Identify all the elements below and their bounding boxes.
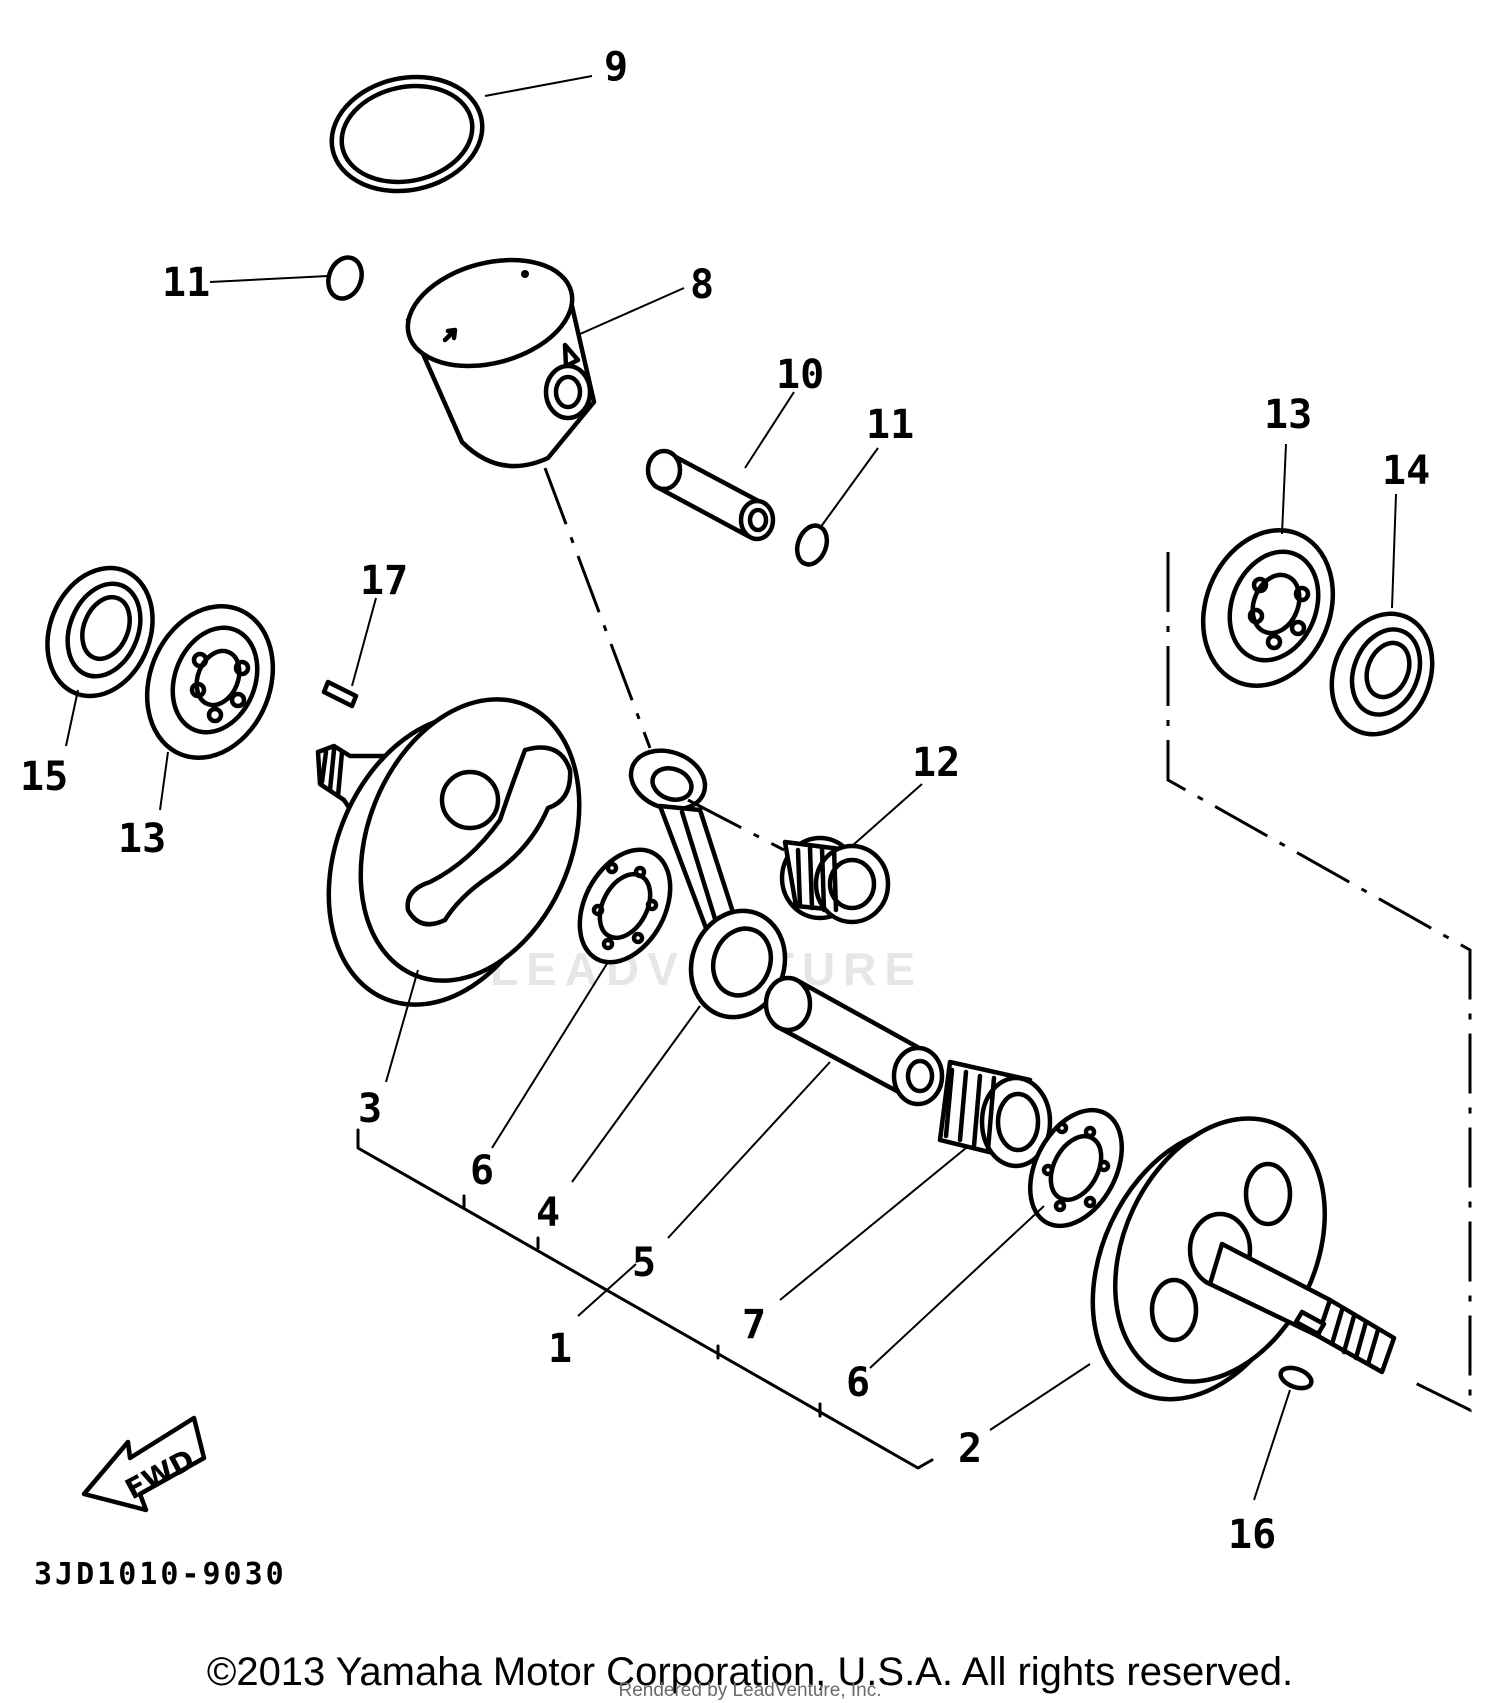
callout-6-right: 6 (846, 1360, 870, 1406)
callout-13-left: 13 (118, 816, 166, 862)
callout-5: 5 (632, 1240, 656, 1286)
callouts: 9 11 8 10 11 13 14 17 15 13 12 3 6 4 5 1… (20, 44, 1430, 1558)
part-5-crank-pin[interactable] (763, 975, 945, 1107)
copyright-notice: ©2013 Yamaha Motor Corporation, U.S.A. A… (206, 1650, 1294, 1694)
part-17-key[interactable] (321, 679, 359, 709)
part-14-oil-seal[interactable] (1314, 599, 1449, 750)
callout-2: 2 (958, 1426, 982, 1472)
part-11-circlip-lower[interactable] (792, 521, 832, 568)
callout-3: 3 (358, 1086, 382, 1132)
callout-14: 14 (1382, 448, 1430, 494)
callout-15: 15 (20, 754, 68, 800)
callout-8: 8 (690, 262, 714, 308)
part-13-bearing-right[interactable] (1181, 511, 1356, 706)
part-16-key[interactable] (1278, 1364, 1314, 1392)
callout-16: 16 (1228, 1512, 1276, 1558)
callout-11-upper: 11 (162, 260, 210, 306)
callout-9: 9 (604, 44, 628, 90)
callout-17: 17 (360, 558, 408, 604)
part-6-washer-left[interactable] (562, 834, 689, 978)
callout-6-left: 6 (470, 1148, 494, 1194)
part-3-crank-left[interactable] (288, 666, 620, 1038)
callout-11-lower: 11 (866, 402, 914, 448)
part-9-piston-ring[interactable] (321, 63, 493, 204)
crankshaft-exploded-diagram: LEADVENTURE (20, 44, 1472, 1592)
callout-7: 7 (742, 1302, 766, 1348)
part-15-oil-seal[interactable] (29, 552, 171, 712)
alignment-lines (543, 467, 1472, 1413)
part-6-washer-right[interactable] (1012, 1094, 1141, 1241)
fwd-arrow-icon: FWD (81, 1415, 207, 1513)
assembly-bracket (356, 1128, 934, 1470)
callout-4: 4 (536, 1190, 560, 1236)
callout-10: 10 (776, 352, 824, 398)
rendered-by-credit: Rendered by LeadVenture, Inc. (618, 1680, 882, 1701)
part-7-big-end-bearing[interactable] (937, 1059, 1053, 1169)
part-12-small-end-bearing[interactable] (779, 835, 891, 925)
leader-lines (65, 75, 1397, 1501)
part-2-crank-right[interactable] (1051, 1084, 1397, 1434)
callout-12: 12 (912, 740, 960, 786)
callout-1: 1 (548, 1326, 572, 1372)
part-8-piston[interactable] (396, 243, 597, 469)
callout-13-right: 13 (1264, 392, 1312, 438)
part-11-circlip-upper[interactable] (323, 253, 367, 303)
part-13-bearing-left[interactable] (125, 587, 295, 777)
part-code: 3JD1010-9030 (34, 1557, 287, 1592)
part-10-piston-pin[interactable] (645, 448, 776, 542)
